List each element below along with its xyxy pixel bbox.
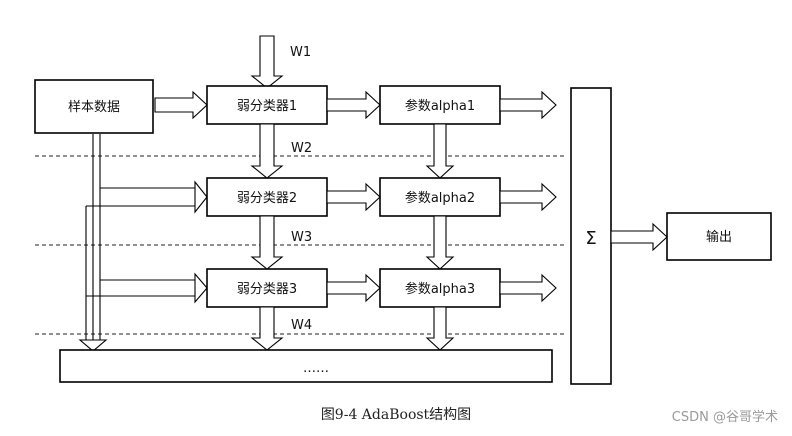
classifier-label-2: 弱分类器2 [237, 191, 297, 206]
param-label-3: 参数alpha3 [405, 281, 475, 297]
classifier-label-1: 弱分类器1 [237, 99, 297, 114]
w3-label: W3 [291, 230, 312, 245]
classifier-label-3: 弱分类器3 [237, 282, 297, 297]
param-label-1: 参数alpha1 [405, 98, 475, 114]
sample-distribution-lines [78, 134, 208, 352]
ellipsis-label: …… [303, 361, 329, 376]
param-label-2: 参数alpha2 [405, 190, 475, 206]
weight-arrows [250, 123, 284, 351]
sum-box [570, 87, 612, 385]
sum-symbol: Σ [585, 228, 596, 249]
param-down-arrows [425, 123, 455, 351]
param-box-3 [379, 268, 501, 308]
clf-to-param-arrows [326, 90, 381, 303]
w1-label: W1 [290, 45, 311, 60]
w2-label: W2 [291, 141, 312, 156]
sample-data-box [34, 79, 154, 134]
output-box [666, 212, 772, 261]
sample-data-label: 样本数据 [68, 100, 120, 115]
w4-label: W4 [291, 318, 312, 333]
ellipsis-bar [59, 349, 553, 383]
output-label: 输出 [706, 229, 732, 245]
classifier-box-3 [206, 268, 328, 308]
figure-caption: 图9-4 AdaBoost结构图 [320, 407, 472, 423]
watermark: CSDN @谷哥学术 [671, 410, 778, 425]
param-to-sum-arrows [499, 90, 557, 303]
w1-arrow [250, 35, 284, 89]
sum-to-output-arrow [610, 222, 668, 252]
classifier-box-1 [206, 85, 328, 125]
sample-to-clf1-arrow [154, 90, 208, 120]
